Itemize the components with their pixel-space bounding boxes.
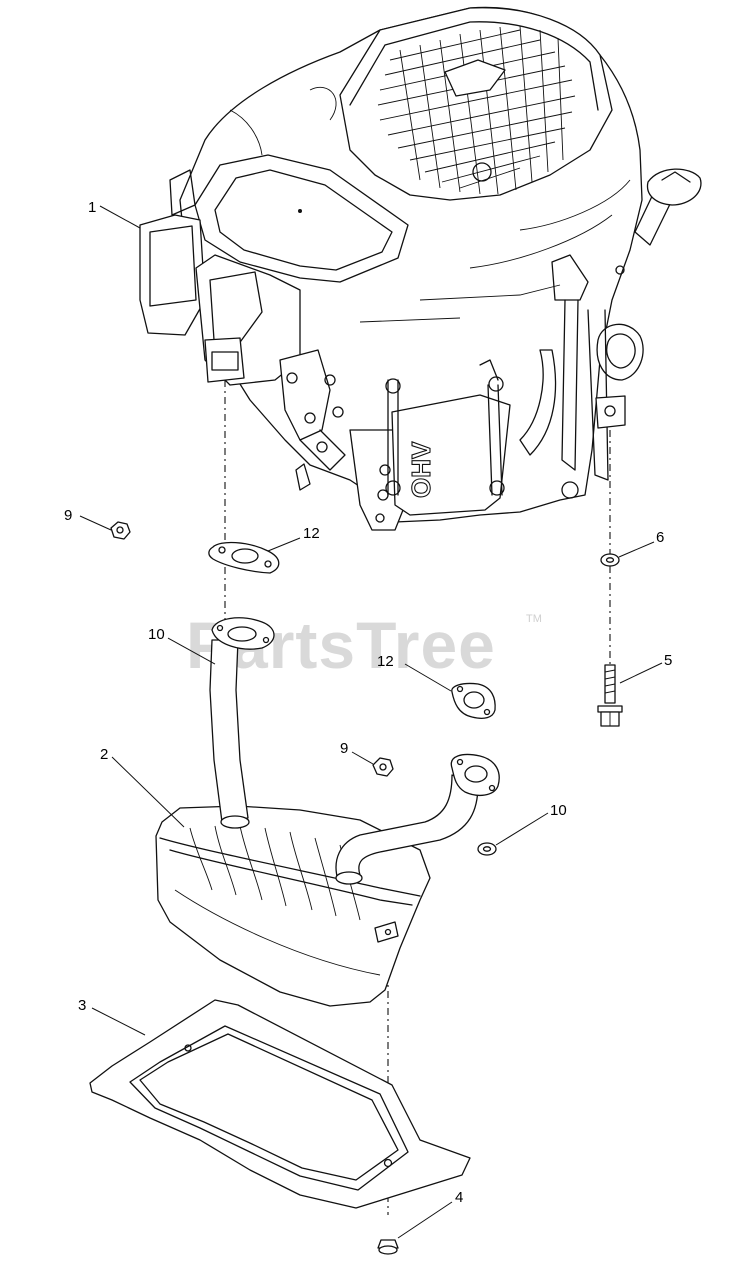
exhaust-gasket-lower[interactable] bbox=[451, 682, 496, 719]
muffler-assembly[interactable] bbox=[155, 617, 500, 1007]
callout-9-lower[interactable]: 9 bbox=[340, 740, 348, 757]
engine-assembly[interactable]: OHV bbox=[139, 6, 702, 531]
heat-shield[interactable] bbox=[89, 999, 471, 1209]
flange-bolt-5[interactable] bbox=[597, 664, 623, 727]
hex-nut-upper[interactable] bbox=[110, 521, 131, 540]
exhaust-gasket-upper[interactable] bbox=[208, 541, 280, 574]
callout-9-upper[interactable]: 9 bbox=[64, 507, 72, 524]
callout-12-lower[interactable]: 12 bbox=[377, 653, 394, 670]
hex-nut-lower[interactable] bbox=[372, 757, 394, 777]
callout-12-upper[interactable]: 12 bbox=[303, 525, 320, 542]
callout-10-right[interactable]: 10 bbox=[550, 802, 567, 819]
engine-ohv-label: OHV bbox=[406, 441, 436, 498]
washer-6[interactable] bbox=[600, 553, 620, 567]
callout-leaders bbox=[79, 205, 663, 1239]
callout-2[interactable]: 2 bbox=[100, 746, 108, 763]
watermark-trademark: TM bbox=[526, 613, 542, 625]
callout-1[interactable]: 1 bbox=[88, 199, 96, 216]
callout-3[interactable]: 3 bbox=[78, 997, 86, 1014]
callout-6[interactable]: 6 bbox=[656, 529, 664, 546]
callout-5[interactable]: 5 bbox=[664, 652, 672, 669]
callout-10-left[interactable]: 10 bbox=[148, 626, 165, 643]
exhaust-gasket-right[interactable] bbox=[477, 842, 497, 856]
screw-4[interactable] bbox=[377, 1239, 399, 1255]
callout-labels: 1 9 12 6 10 12 5 2 9 10 3 4 bbox=[64, 199, 672, 1206]
callout-4[interactable]: 4 bbox=[455, 1189, 463, 1206]
